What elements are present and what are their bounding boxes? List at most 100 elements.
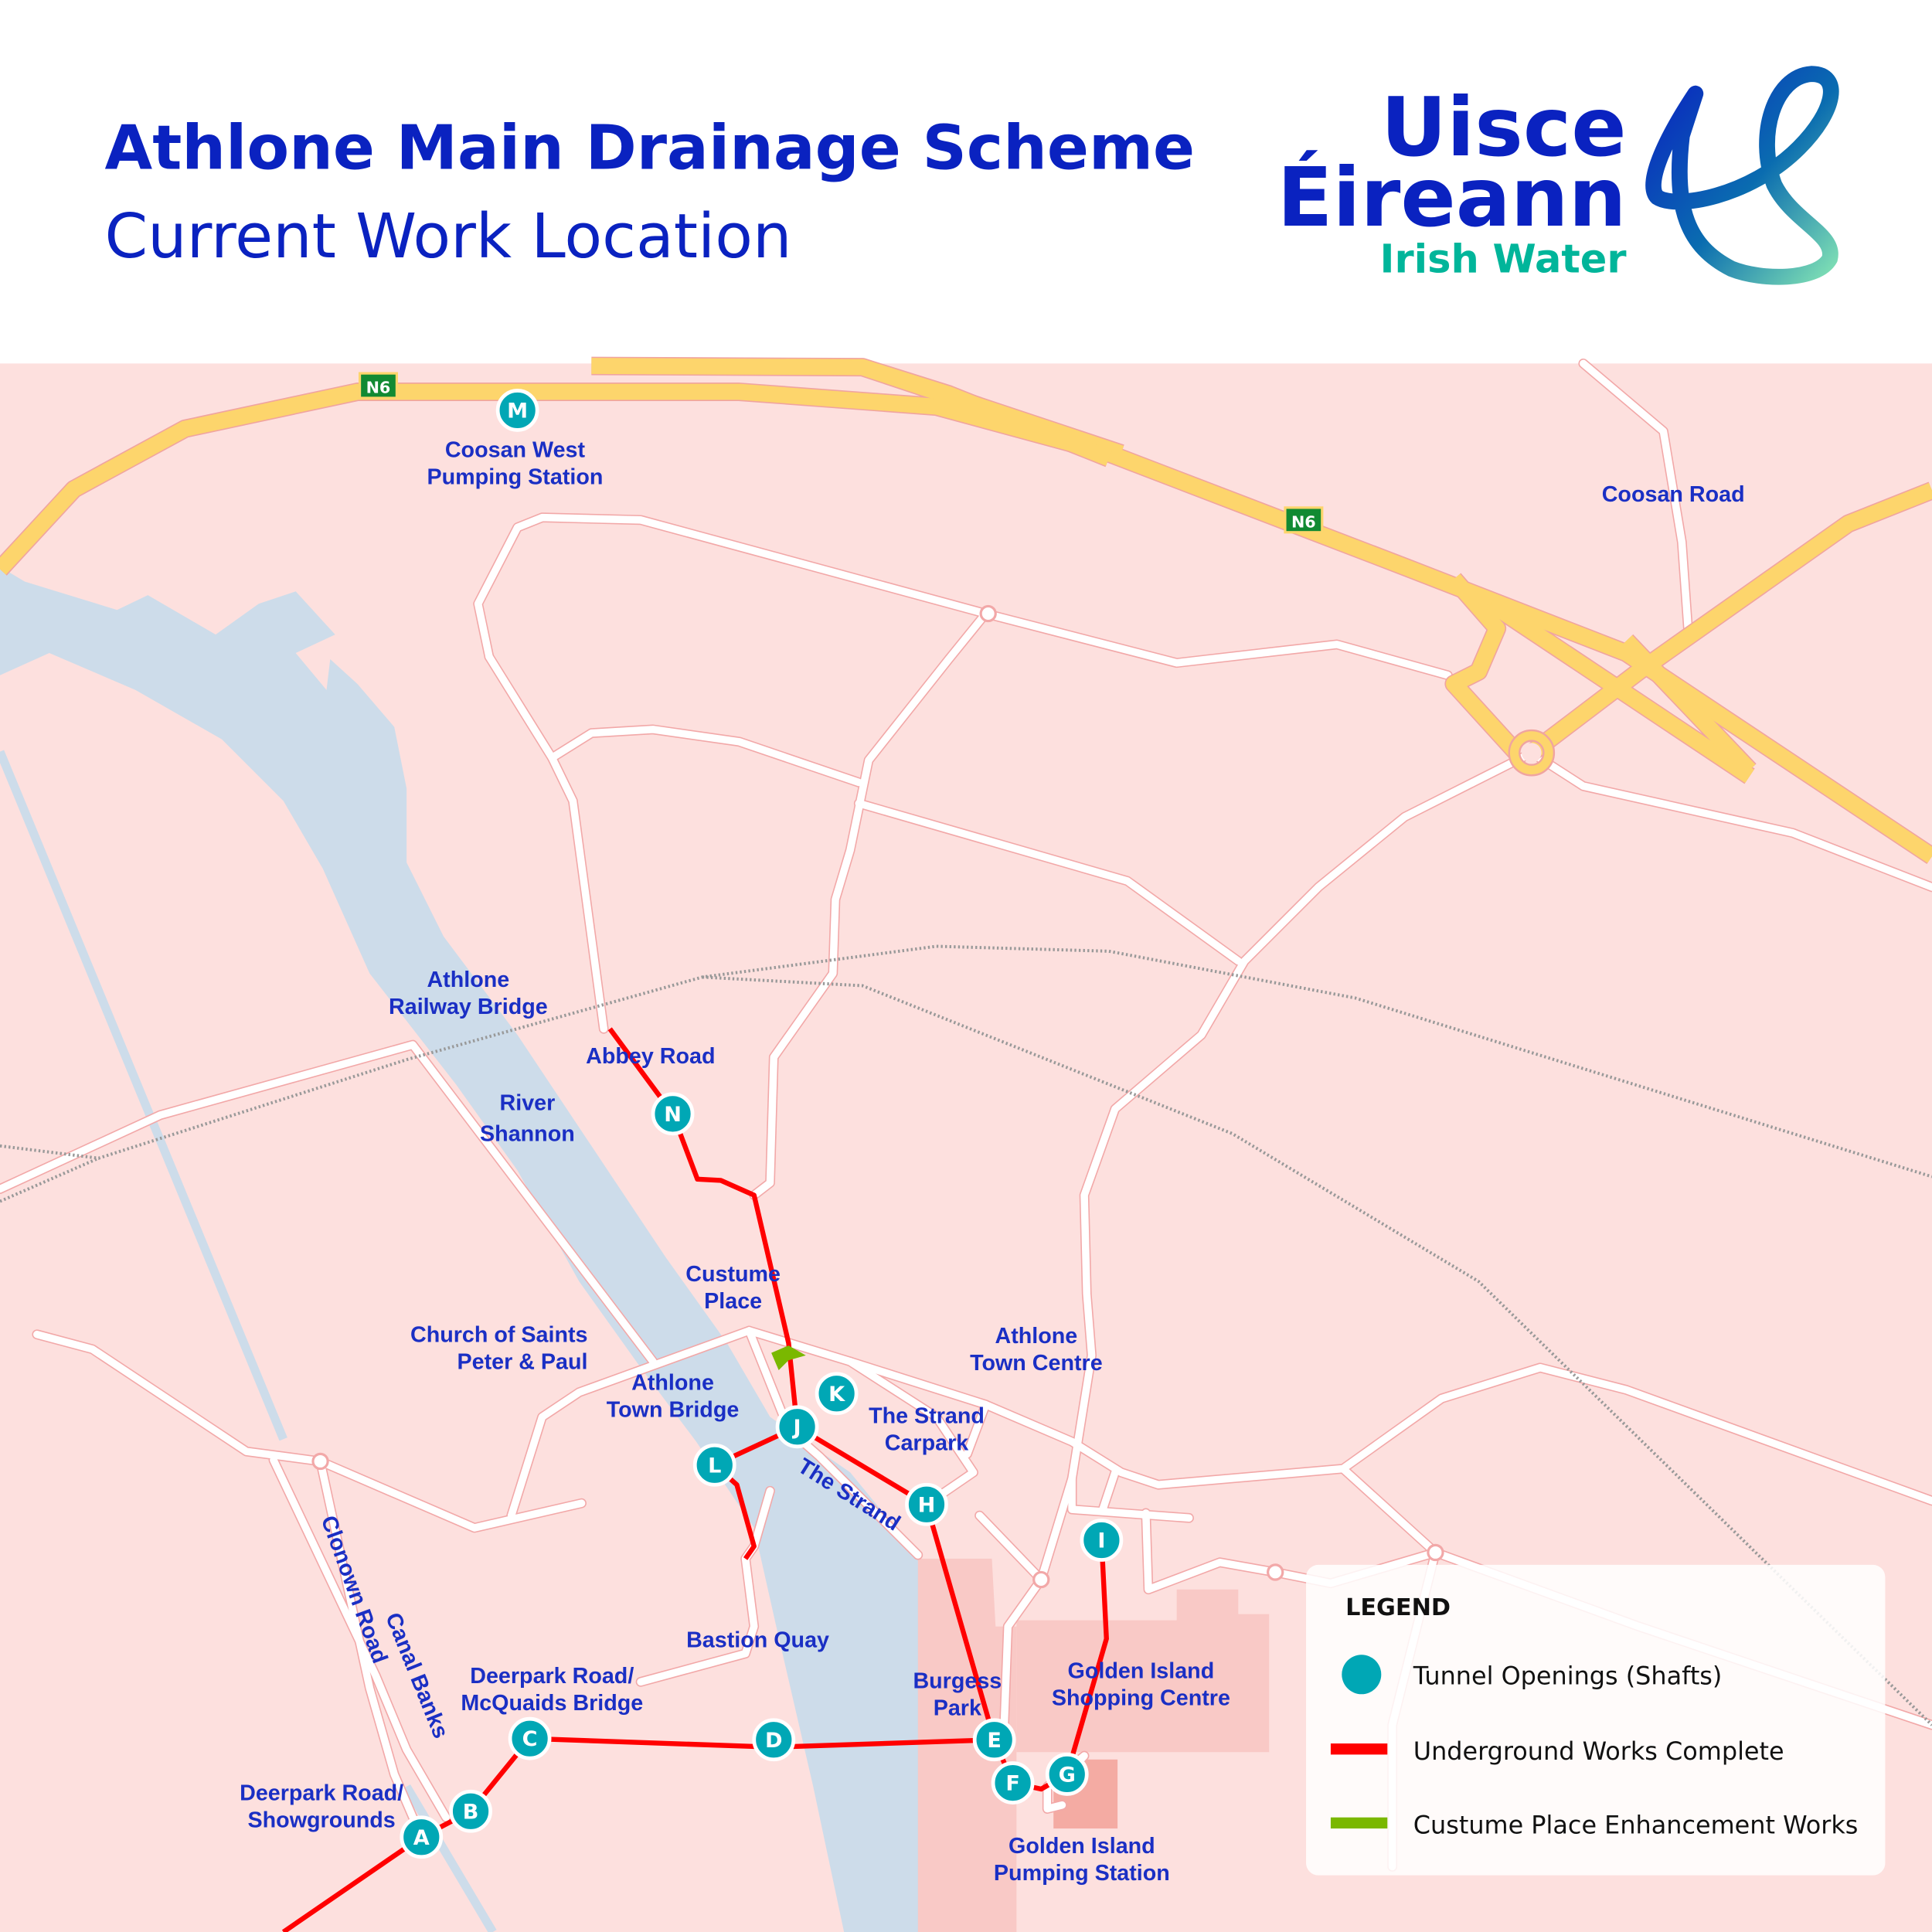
label-town-centre: Town Centre xyxy=(970,1351,1103,1376)
shaft-marker-icon xyxy=(651,1092,695,1136)
shaft-letter: C xyxy=(522,1727,538,1751)
label-burgess-park: Burgess xyxy=(913,1668,1002,1693)
label-bastion-quay: Bastion Quay xyxy=(686,1628,829,1653)
shaft-c[interactable]: C xyxy=(508,1716,552,1760)
legend-item: Underground Works Complete xyxy=(1413,1736,1784,1766)
shaft-marker-icon xyxy=(905,1482,948,1526)
railway-line-branch xyxy=(0,1156,100,1203)
shaft-k[interactable]: K xyxy=(815,1372,859,1416)
shaft-l[interactable]: L xyxy=(692,1443,736,1487)
shaft-f[interactable]: F xyxy=(991,1761,1035,1804)
shaft-legend-icon xyxy=(1342,1655,1382,1695)
label-river: River xyxy=(500,1091,556,1116)
shaft-letter: N xyxy=(664,1103,682,1127)
road xyxy=(1580,359,1692,632)
shaft-marker-icon xyxy=(775,1405,819,1449)
roundabout xyxy=(311,1452,329,1471)
label-coosan-west: Pumping Station xyxy=(427,465,604,490)
road xyxy=(963,1400,990,1458)
shaft-letter: L xyxy=(708,1454,721,1478)
page-title: Athlone Main Drainage Scheme xyxy=(105,111,1196,183)
svg-text:N6: N6 xyxy=(366,379,391,397)
railway-line-south xyxy=(702,975,1932,1726)
road xyxy=(548,726,863,787)
logo-line1: Uisce xyxy=(1381,80,1627,175)
label-abbey-road: Abbey Road xyxy=(586,1044,715,1069)
shaft-g[interactable]: G xyxy=(1045,1753,1089,1796)
label-golden-island-ps: Pumping Station xyxy=(994,1861,1170,1886)
road xyxy=(1528,749,1932,891)
logo-ribbon-icon xyxy=(1645,66,1839,285)
shaft-d[interactable]: D xyxy=(752,1718,796,1762)
shaft-a[interactable]: A xyxy=(400,1815,444,1859)
shaft-m[interactable]: M xyxy=(495,389,539,432)
shaft-marker-icon xyxy=(752,1718,796,1762)
road xyxy=(1068,1475,1193,1522)
label-custume: Custume xyxy=(685,1262,781,1287)
shaft-e[interactable]: E xyxy=(972,1718,1016,1762)
shaft-marker-icon xyxy=(972,1718,1016,1762)
shaft-b[interactable]: B xyxy=(449,1789,492,1833)
label-railway-bridge: Railway Bridge xyxy=(389,995,548,1019)
page-subtitle: Current Work Location xyxy=(105,200,792,272)
roundabout xyxy=(1032,1570,1050,1589)
logo-line2: Éireann xyxy=(1277,150,1627,245)
n6-motorway xyxy=(0,356,1932,865)
legend-title: LEGEND xyxy=(1345,1594,1451,1621)
shaft-marker-icon xyxy=(991,1761,1035,1804)
canal-south xyxy=(403,1784,497,1932)
label-town-bridge: Town Bridge xyxy=(607,1398,740,1423)
road xyxy=(975,1512,1046,1583)
label-deerpark-showgrounds: Showgrounds xyxy=(248,1808,396,1832)
shaft-letter: D xyxy=(765,1729,783,1753)
shaft-marker-icon xyxy=(508,1716,552,1760)
label-river: Shannon xyxy=(480,1121,575,1146)
shaft-marker-icon xyxy=(1080,1519,1124,1562)
motorway xyxy=(859,359,1112,466)
svg-text:N6: N6 xyxy=(1291,512,1316,531)
road xyxy=(316,1458,426,1842)
motorway xyxy=(1526,482,1932,760)
label-burgess-park: Park xyxy=(934,1696,981,1720)
shaft-marker-icon xyxy=(495,389,539,432)
shaft-letter: B xyxy=(463,1800,479,1824)
shaft-letter: K xyxy=(828,1383,845,1406)
n6-badge: N6 xyxy=(1284,506,1324,534)
legend-item: Custume Place Enhancement Works xyxy=(1413,1810,1859,1839)
road xyxy=(33,1330,586,1532)
shaft-i[interactable]: I xyxy=(1080,1519,1124,1562)
shaft-n[interactable]: N xyxy=(651,1092,695,1136)
road xyxy=(846,1358,978,1509)
header-bg xyxy=(0,0,1932,364)
label-golden-island-sc: Shopping Centre xyxy=(1052,1686,1230,1711)
n6-badge: N6 xyxy=(358,372,398,400)
shaft-letter: I xyxy=(1097,1529,1105,1553)
label-strand-carpark: Carpark xyxy=(885,1431,968,1456)
shaft-letter: F xyxy=(1005,1772,1020,1796)
road xyxy=(270,1456,450,1821)
road xyxy=(485,653,608,1033)
shaft-letter: M xyxy=(507,399,528,423)
custume-place-enhancement-works xyxy=(771,1345,806,1370)
motorway xyxy=(1446,573,1522,757)
shaft-letter: A xyxy=(413,1826,430,1850)
shaft-j[interactable]: J xyxy=(775,1405,819,1449)
road xyxy=(1099,1468,1119,1513)
road xyxy=(507,1327,1932,1519)
label-coosan-west: Coosan West xyxy=(445,438,586,463)
roundabout-centre xyxy=(1522,743,1542,763)
shaft-marker-icon xyxy=(1045,1753,1089,1796)
label-custume: Place xyxy=(704,1289,762,1314)
label-coosan-road: Coosan Road xyxy=(1602,482,1745,507)
shaft-letter: E xyxy=(987,1729,1002,1753)
roundabout xyxy=(1267,1563,1284,1581)
shaft-letter: J xyxy=(792,1416,801,1440)
shaft-letter: G xyxy=(1059,1763,1076,1787)
label-church: Peter & Paul xyxy=(457,1349,588,1374)
shaft-h[interactable]: H xyxy=(905,1482,948,1526)
canal xyxy=(0,750,287,1441)
roundabout xyxy=(979,604,997,623)
label-railway-bridge: Athlone xyxy=(427,968,509,992)
